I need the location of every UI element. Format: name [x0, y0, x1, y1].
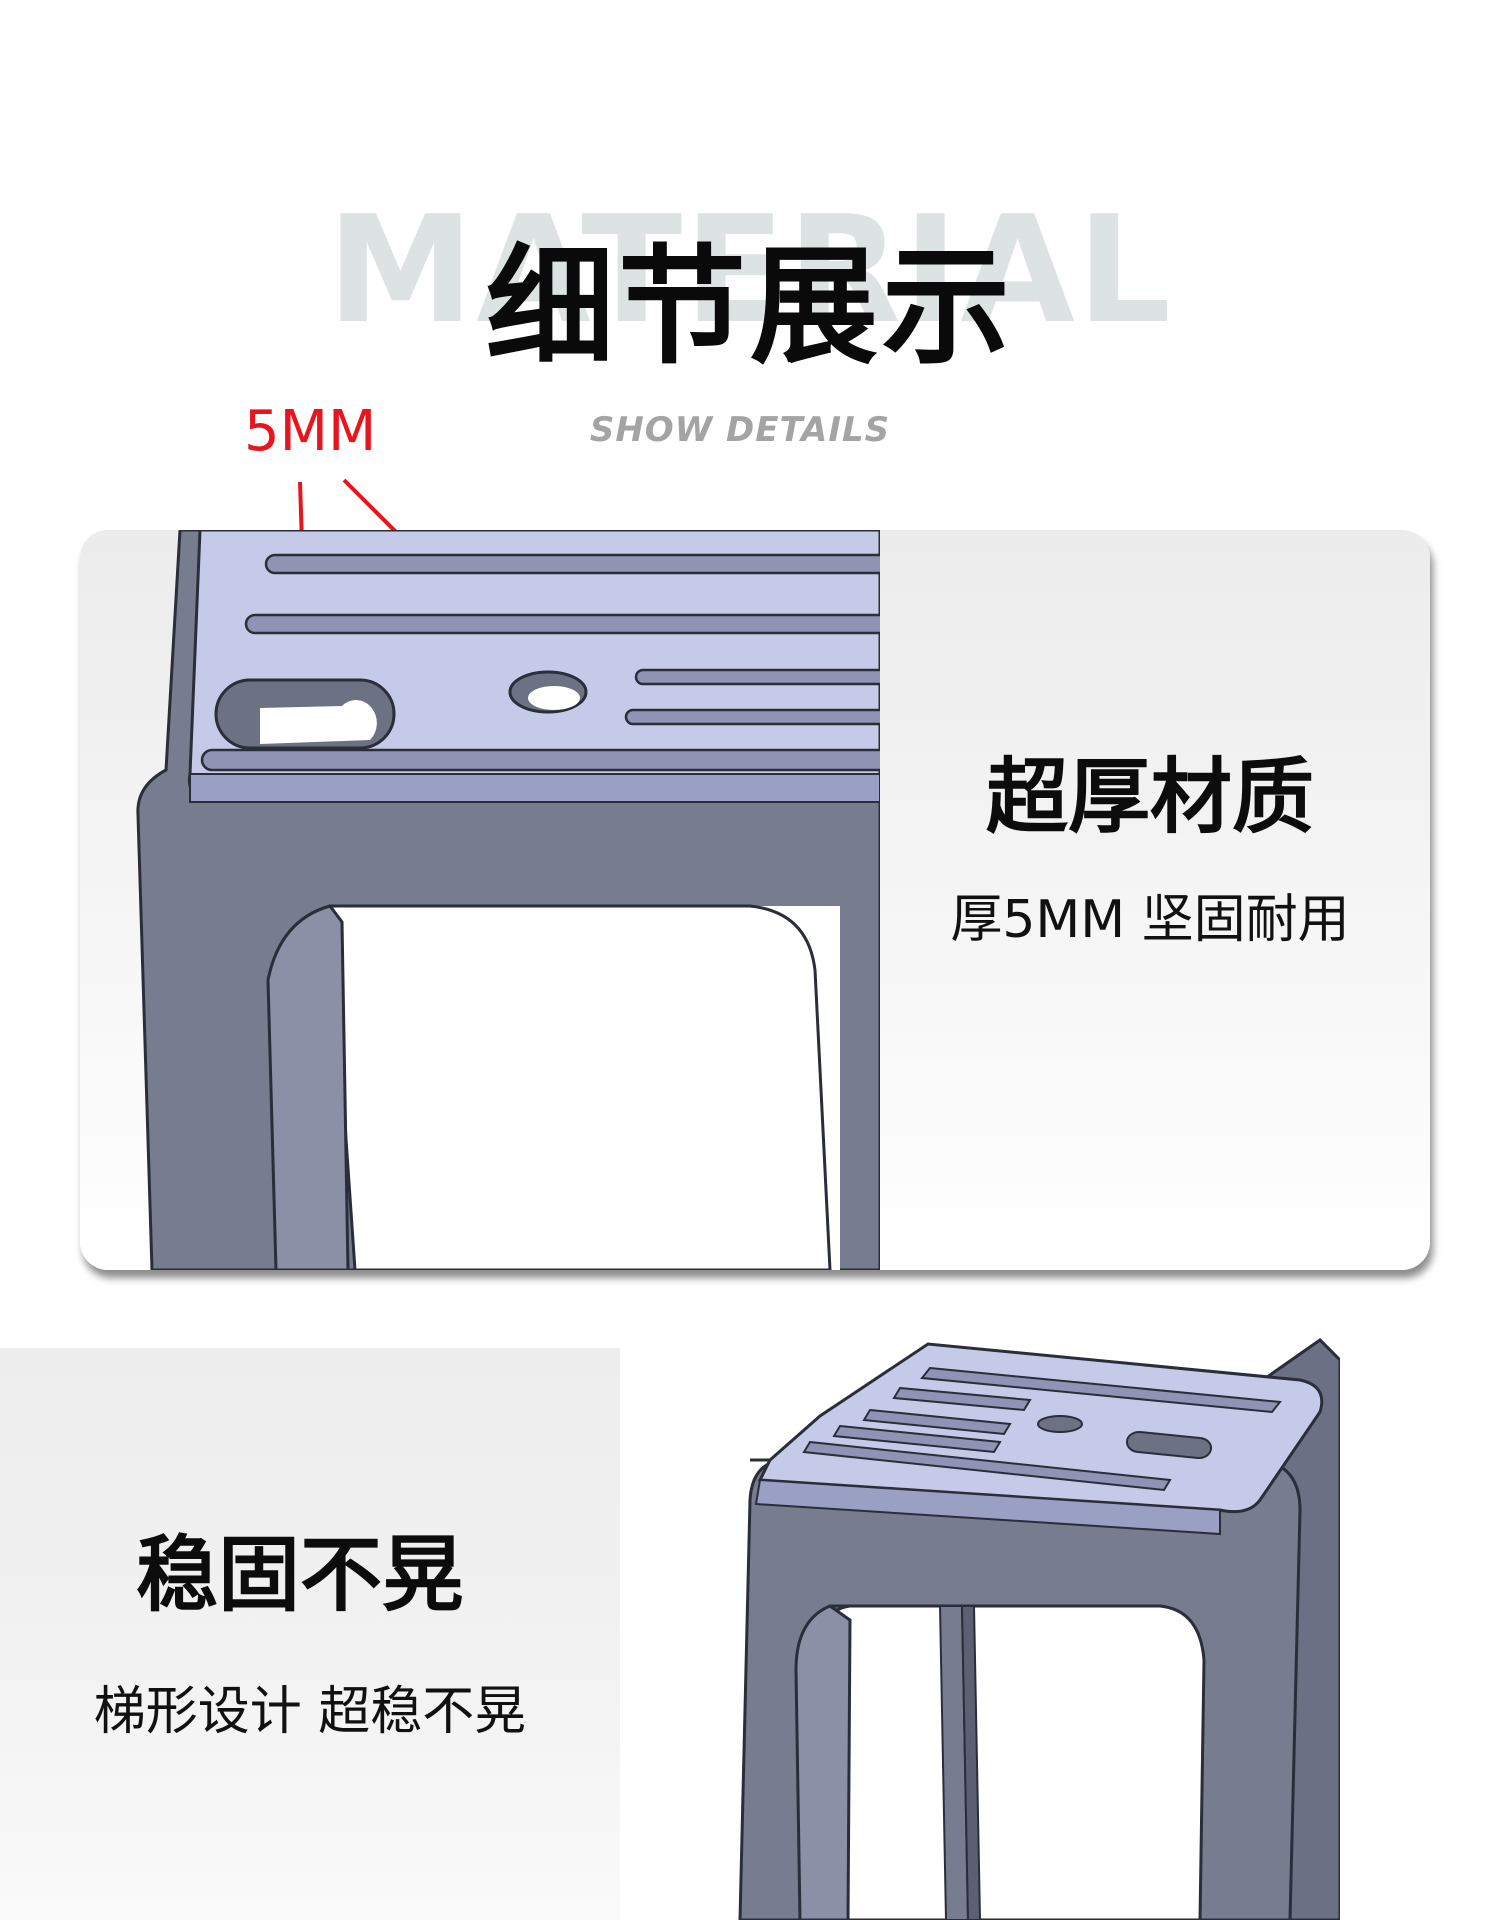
detail-panel-stability — [0, 1348, 620, 1920]
feature-title-thickness: 超厚材质 — [985, 750, 1314, 845]
detail-panel-thickness — [80, 530, 1430, 1270]
feature-desc-thickness: 厚5MM 坚固耐用 — [950, 890, 1350, 950]
product-closeup-render — [136, 530, 880, 1270]
dimension-label: 5MM — [244, 399, 377, 464]
product-full-render — [738, 1338, 1340, 1920]
feature-desc-stability: 梯形设计 超稳不晃 — [93, 1682, 527, 1742]
feature-title-stability: 稳固不晃 — [135, 1528, 464, 1623]
watermark-text: MATERIAL — [326, 184, 1174, 356]
page-title: 细节展示 — [485, 233, 1014, 382]
page-subtitle: SHOW DETAILS — [589, 410, 891, 450]
